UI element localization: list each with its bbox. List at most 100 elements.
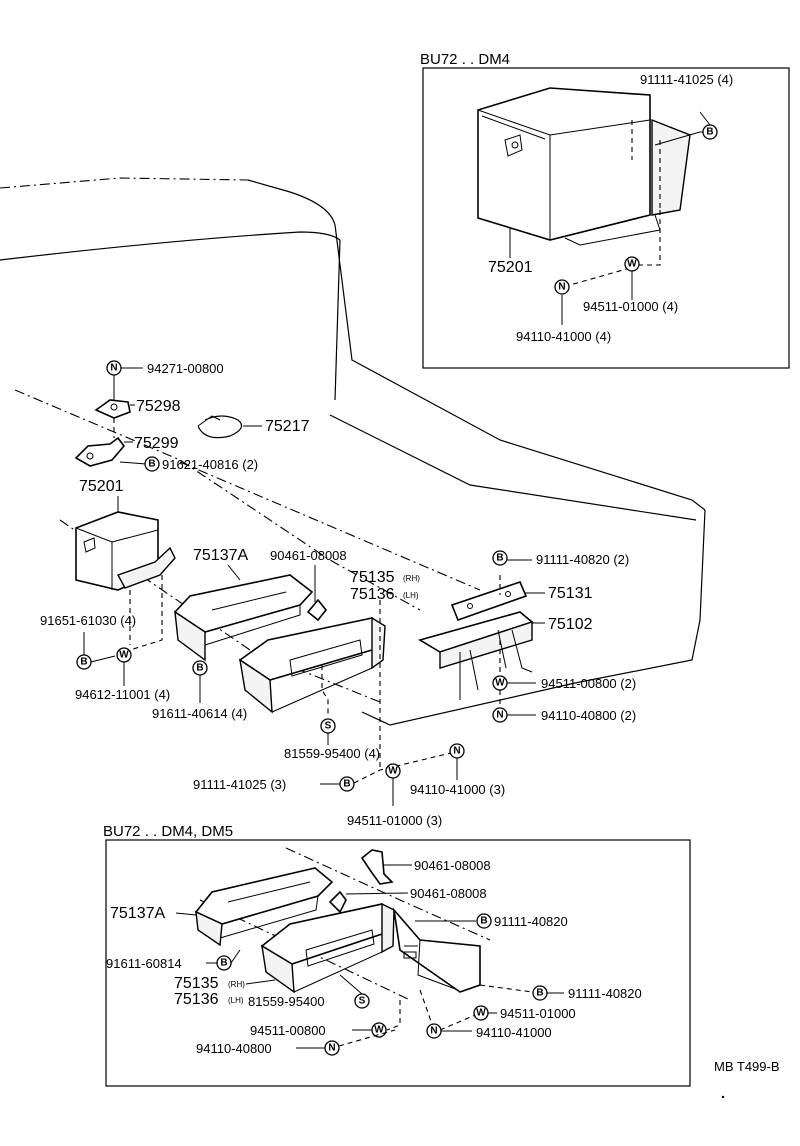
part-number-label: (LH) <box>228 996 244 1005</box>
part-number-label: 75136 <box>174 991 219 1008</box>
part-number-label: 90461-08008 <box>410 886 487 901</box>
part-number-label: 90461-08008 <box>414 858 491 873</box>
bolt-symbol: B <box>216 955 232 971</box>
top-frame-title: BU72 . . DM4 <box>420 51 510 68</box>
part-number-label: 94511-01000 <box>500 1006 576 1021</box>
part-number-label: 94511-01000 (4) <box>583 299 678 314</box>
nut-symbol: N <box>106 360 122 376</box>
clip-90461 <box>306 598 328 622</box>
svg-text:W: W <box>495 678 505 689</box>
plate-75131 <box>450 581 528 622</box>
part-number-label: (RH) <box>228 980 245 989</box>
part-number-label: 94511-01000 (3) <box>347 813 442 828</box>
part-number-label: 75135 <box>174 975 219 992</box>
svg-text:W: W <box>374 1025 384 1036</box>
washer-symbol: W <box>492 675 508 691</box>
screw-symbol: S <box>320 718 336 734</box>
part-number-label: 75299 <box>134 435 179 452</box>
svg-text:S: S <box>359 996 366 1007</box>
bolt-symbol: B <box>192 660 208 676</box>
battery-box-75201 <box>75 511 176 591</box>
svg-text:W: W <box>388 766 398 777</box>
part-number-label: 81559-95400 (4) <box>284 746 380 761</box>
part-number-label: 75137A <box>193 547 248 564</box>
svg-text:N: N <box>453 746 460 757</box>
part-number-label: 75298 <box>136 398 181 415</box>
part-number-label: 94110-41000 (4) <box>516 329 611 344</box>
washer-symbol: W <box>624 256 640 272</box>
svg-text:B: B <box>706 127 713 138</box>
part-number-label: 75136 <box>350 586 395 603</box>
tray-75135-75136-bottom <box>260 902 395 994</box>
washer-symbol: W <box>371 1022 387 1038</box>
top-frame: BU72 . . DM4 B W <box>420 51 790 369</box>
washer-symbol: W <box>116 647 132 663</box>
svg-text:N: N <box>430 1026 437 1037</box>
part-number-label: 91611-40614 (4) <box>152 706 247 721</box>
part-number-label: 75201 <box>79 478 124 495</box>
bottom-frame-title: BU72 . . DM4, DM5 <box>103 823 233 840</box>
nut-symbol: N <box>449 743 465 759</box>
washer-symbol: W <box>473 1005 489 1021</box>
cable-75217 <box>197 415 243 439</box>
part-number-label: 94110-41000 <box>476 1025 552 1040</box>
washer-symbol: W <box>385 763 401 779</box>
screw-symbol: S <box>354 993 370 1009</box>
part-number-label: (LH) <box>403 591 419 600</box>
part-number-label: 91651-61030 (4) <box>40 613 136 628</box>
svg-text:B: B <box>536 988 543 999</box>
part-number-label: 91111-41025 (4) <box>640 72 733 87</box>
svg-text:B: B <box>343 779 350 790</box>
svg-text:W: W <box>476 1008 486 1019</box>
part-number-label: 94511-00800 (2) <box>541 676 636 691</box>
part-number-label: 91111-40820 <box>494 914 568 929</box>
svg-text:N: N <box>110 363 117 374</box>
part-number-label: 94110-40800 (2) <box>541 708 636 723</box>
part-number-label: 75102 <box>548 616 593 633</box>
part-number-label: 91111-40820 (2) <box>536 552 629 567</box>
part-number-label: 91111-41025 (3) <box>193 777 286 792</box>
svg-text:N: N <box>558 282 565 293</box>
part-number-label: 94511-00800 <box>250 1023 326 1038</box>
part-number-label: 91611-60814 <box>106 956 182 971</box>
bolt-symbol: B <box>144 456 160 472</box>
svg-text:B: B <box>480 916 487 927</box>
part-number-label: 75131 <box>548 585 593 602</box>
part-number-label: (RH) <box>403 574 420 583</box>
svg-text:B: B <box>80 657 87 668</box>
nut-symbol: N <box>554 279 570 295</box>
tray-75135-75136 <box>238 616 386 714</box>
svg-text:N: N <box>328 1043 335 1054</box>
svg-text:B: B <box>196 663 203 674</box>
svg-text:W: W <box>627 259 637 270</box>
hold-down-75299 <box>74 436 126 467</box>
part-number-label: 75201 <box>488 259 533 276</box>
part-number-label: 90461-08008 <box>270 548 347 563</box>
bolt-symbol: B <box>476 913 492 929</box>
bolt-symbol: B <box>702 124 718 140</box>
part-number-label: 75217 <box>265 418 310 435</box>
svg-text:S: S <box>325 721 332 732</box>
carrier-75102 <box>417 611 534 700</box>
part-number-label: 94612-11001 (4) <box>75 687 170 702</box>
bolt-symbol: B <box>532 985 548 1001</box>
part-number-label: 94110-40800 <box>196 1041 272 1056</box>
body-outline <box>0 177 706 726</box>
part-number-label: 94271-00800 <box>147 361 224 376</box>
clamp-75298 <box>94 399 131 419</box>
bolt-symbol: B <box>339 776 355 792</box>
nut-symbol: N <box>492 707 508 723</box>
part-number-label: 91621-40816 (2) <box>162 457 258 472</box>
bracket-75137a <box>173 574 314 662</box>
bolt-symbol: B <box>492 550 508 566</box>
part-number-label: 81559-95400 <box>248 994 325 1009</box>
svg-text:B: B <box>496 553 503 564</box>
middle-section: N B 94271-00800 75298 75299 75217 91621-… <box>40 360 636 828</box>
bottom-frame: BU72 . . DM4, DM5 75137A <box>103 823 691 1087</box>
svg-text:W: W <box>119 650 129 661</box>
clip-90461-upper <box>360 849 394 885</box>
clip-90461-lower <box>328 890 347 914</box>
nut-symbol: N <box>426 1023 442 1039</box>
part-number-label: 75137A <box>110 905 165 922</box>
